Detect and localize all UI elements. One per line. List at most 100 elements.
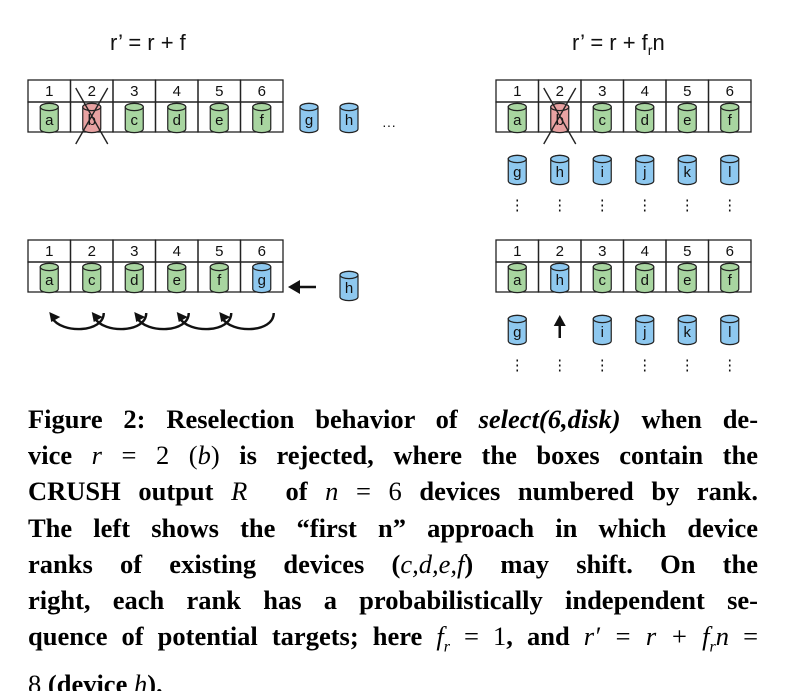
vertical-dots: ⋮ — [680, 357, 695, 374]
drum-top — [592, 102, 612, 112]
disk-g-icon: g — [252, 262, 272, 294]
vertical-dots: ⋮ — [552, 197, 567, 214]
rank-number: 6 — [258, 83, 266, 100]
drum-label: h — [345, 112, 353, 129]
disk-d-icon: d — [124, 262, 144, 294]
caption-line-3: CRUSH output R⃗ of n = 6 devices numbere… — [28, 476, 759, 507]
drum-top — [635, 154, 655, 164]
drum-label: g — [513, 324, 521, 341]
disk-j-icon: j — [635, 314, 655, 346]
rank-number: 6 — [726, 243, 734, 260]
vertical-dots: ⋮ — [595, 197, 610, 214]
drum-top — [124, 102, 144, 112]
drum-label: l — [728, 164, 731, 181]
vertical-dots: ⋮ — [722, 197, 737, 214]
disk-e-icon: e — [167, 262, 187, 294]
vertical-dots: ⋮ — [680, 197, 695, 214]
rank-number: 2 — [88, 243, 96, 260]
drum-top — [592, 154, 612, 164]
disk-h-icon: h — [339, 102, 359, 134]
drum-top — [720, 102, 740, 112]
drum-label: b — [88, 112, 96, 129]
drum-top — [124, 262, 144, 272]
disk-b-icon: b — [550, 102, 570, 134]
shift-arrowhead — [49, 312, 61, 322]
disk-c-icon: c — [592, 262, 612, 294]
vertical-dots: ⋮ — [510, 197, 525, 214]
rank-number: 4 — [173, 243, 181, 260]
drum-top — [507, 102, 527, 112]
shift-arrowhead — [134, 312, 146, 322]
formula-right: r’ = r + frn — [572, 30, 665, 58]
disk-d-icon: d — [635, 262, 655, 294]
caption-line-6: right, each rank has a probabilistically… — [28, 585, 758, 616]
drum-top — [592, 262, 612, 272]
drum-top — [252, 102, 272, 112]
disk-d-icon: d — [167, 102, 187, 134]
promote-arrowhead — [553, 315, 566, 326]
shift-arrowhead — [91, 312, 103, 322]
drum-top — [39, 262, 59, 272]
drum-top — [339, 270, 359, 280]
caption-line-4: The left shows the “first n” approach in… — [28, 512, 758, 543]
rank-number: 4 — [641, 83, 649, 100]
rank-number: 2 — [556, 243, 564, 260]
drum-top — [635, 314, 655, 324]
drum-top — [209, 262, 229, 272]
disk-a-icon: a — [507, 262, 527, 294]
drum-label: g — [258, 272, 266, 289]
figure-caption: Figure 2: Reselection behavior of select… — [28, 401, 758, 691]
rank-number: 5 — [215, 243, 223, 260]
disk-e-icon: e — [677, 102, 697, 134]
rank-number: 3 — [598, 83, 606, 100]
drum-top — [209, 102, 229, 112]
rank-number: 1 — [513, 83, 521, 100]
shift-arrowhead — [219, 312, 231, 322]
rank-number: 3 — [130, 83, 138, 100]
caption-line-7: quence of potential targets; here fr = 1… — [28, 621, 759, 656]
drum-label: c — [599, 272, 607, 289]
rank-number: 5 — [683, 83, 691, 100]
drum-label: g — [513, 164, 521, 181]
drum-top — [339, 102, 359, 112]
disk-a-icon: a — [507, 102, 527, 134]
drum-label: d — [641, 272, 649, 289]
rank-number: 3 — [130, 243, 138, 260]
rank-number: 3 — [598, 243, 606, 260]
drum-label: k — [684, 324, 692, 341]
caption-line-8: 8 (device h). — [28, 668, 163, 691]
shift-arrow — [136, 312, 190, 331]
shift-arrowhead — [176, 312, 188, 322]
disk-h-icon: h — [550, 154, 570, 186]
disk-g-icon: g — [507, 314, 527, 346]
rank-number: 4 — [173, 83, 181, 100]
drum-label: l — [728, 324, 731, 341]
drum-top — [507, 262, 527, 272]
drum-top — [592, 314, 612, 324]
vertical-dots: ⋮ — [722, 357, 737, 374]
shift-arrow — [93, 312, 148, 331]
disk-l-icon: l — [720, 314, 740, 346]
disk-l-icon: l — [720, 154, 740, 186]
disk-k-icon: k — [677, 314, 697, 346]
drum-label: k — [684, 164, 692, 181]
drum-label: f — [728, 272, 733, 289]
drum-label: f — [217, 272, 222, 289]
rank-number: 6 — [726, 83, 734, 100]
drum-label: e — [683, 272, 691, 289]
disk-k-icon: k — [677, 154, 697, 186]
drum-label: h — [556, 272, 564, 289]
drum-top — [299, 102, 319, 112]
vertical-dots: ⋮ — [595, 357, 610, 374]
drum-label: e — [173, 272, 181, 289]
disk-j-icon: j — [635, 154, 655, 186]
disk-e-icon: e — [209, 102, 229, 134]
drum-label: a — [513, 112, 522, 129]
reject-cross-line — [75, 87, 109, 145]
drum-top — [550, 262, 570, 272]
disk-e-icon: e — [677, 262, 697, 294]
rank-number: 6 — [258, 243, 266, 260]
disk-d-icon: d — [635, 102, 655, 134]
shift-arrow — [221, 312, 275, 331]
